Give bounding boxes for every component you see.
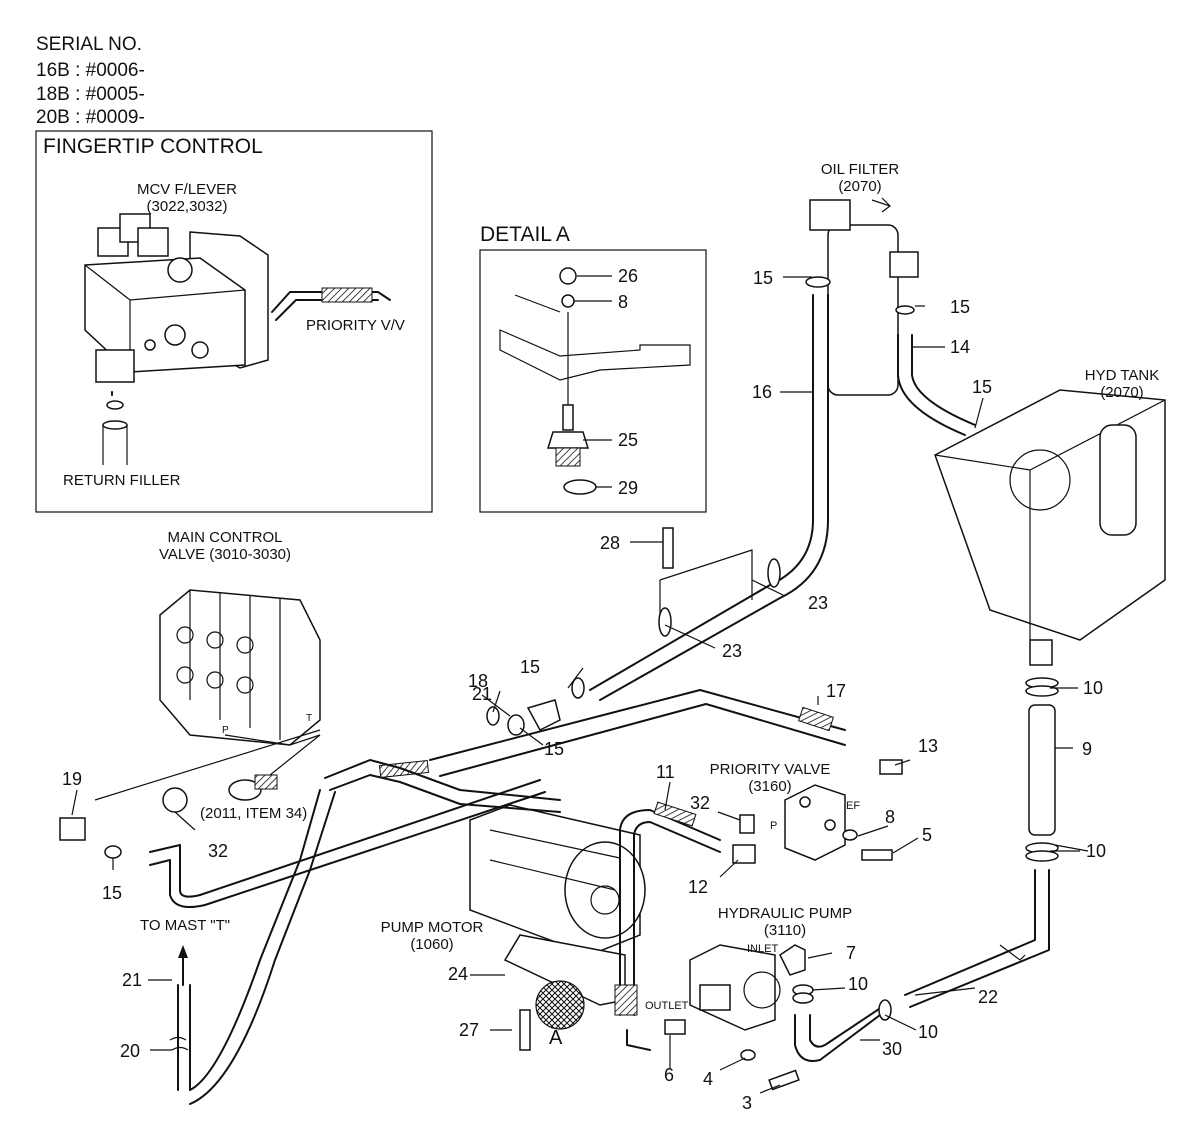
to-mast-label: TO MAST "T" bbox=[140, 917, 231, 934]
callout-21: 21 bbox=[472, 684, 493, 704]
detail-a-marker: A bbox=[549, 1027, 563, 1049]
priority-valve-label: PRIORITY VALVE(3160) bbox=[709, 761, 831, 795]
callout-9: 9 bbox=[1082, 739, 1093, 759]
callout-10: 10 bbox=[1083, 678, 1104, 698]
priority-valve bbox=[784, 784, 846, 861]
callout-15: 15 bbox=[520, 657, 541, 677]
callout-15: 15 bbox=[753, 268, 774, 288]
return-filler-label: RETURN FILLER bbox=[63, 472, 181, 489]
pump-motor bbox=[469, 804, 646, 1030]
callout-18: 18 bbox=[468, 671, 489, 691]
hose-30 bbox=[792, 984, 892, 1062]
callout-25: 25 bbox=[618, 430, 639, 450]
hose-17 bbox=[378, 689, 846, 779]
callout-8-detail: 8 bbox=[618, 292, 629, 312]
mcv-port-t-label: T bbox=[306, 713, 313, 724]
fingertip-control-title: FINGERTIP CONTROL bbox=[43, 135, 263, 158]
reference-2011-label: (2011, ITEM 34) bbox=[200, 805, 308, 822]
hose-11 bbox=[614, 801, 721, 1051]
callout-22: 22 bbox=[978, 987, 999, 1007]
serial-16b: 16B : #0006- bbox=[36, 60, 145, 81]
callout-21: 21 bbox=[122, 970, 143, 990]
callout-23: 23 bbox=[722, 641, 743, 661]
callout-19: 19 bbox=[62, 769, 83, 789]
callout-29: 29 bbox=[618, 478, 639, 498]
hydraulic-pump-label: HYDRAULIC PUMP(3110) bbox=[717, 905, 853, 939]
callout-8: 8 bbox=[885, 807, 896, 827]
clamp-23 bbox=[658, 549, 781, 637]
callout-6: 6 bbox=[664, 1065, 675, 1085]
hydraulic-tank bbox=[934, 389, 1166, 666]
callout-3: 3 bbox=[742, 1093, 753, 1113]
callout-5: 5 bbox=[922, 825, 933, 845]
callout-32: 32 bbox=[208, 841, 229, 861]
hose-15-low bbox=[149, 779, 546, 908]
callout-30: 30 bbox=[882, 1039, 903, 1059]
callout-20: 20 bbox=[120, 1041, 141, 1061]
mcv-port-p-label: P bbox=[222, 725, 229, 736]
callout-11: 11 bbox=[656, 762, 675, 782]
callout-26: 26 bbox=[618, 266, 639, 286]
serial-20b: 20B : #0009- bbox=[36, 107, 145, 128]
hose-14 bbox=[897, 334, 976, 436]
pipe-9 bbox=[1025, 677, 1059, 862]
serial-title: SERIAL NO. bbox=[36, 34, 142, 55]
callout-4: 4 bbox=[703, 1069, 714, 1089]
leader-lines bbox=[71, 276, 1089, 1094]
hydraulic-pump bbox=[689, 944, 806, 1031]
oil-filter-label: OIL FILTER(2070) bbox=[820, 161, 900, 195]
callout-27: 27 bbox=[459, 1020, 480, 1040]
fingertip-control-box bbox=[35, 130, 433, 513]
main-control-valve bbox=[159, 589, 321, 746]
callout-15: 15 bbox=[102, 883, 123, 903]
callout-32: 32 bbox=[690, 793, 711, 813]
callout-14: 14 bbox=[950, 337, 971, 357]
callout-15: 15 bbox=[544, 739, 565, 759]
hyd-tank-label: HYD TANK(2070) bbox=[1084, 367, 1160, 401]
oil-filter bbox=[805, 197, 919, 396]
callout-15: 15 bbox=[972, 377, 993, 397]
callout-7: 7 bbox=[846, 943, 857, 963]
callout-13: 13 bbox=[918, 736, 939, 756]
mcv-flever-label: MCV F/LEVER(3022,3032) bbox=[136, 181, 238, 215]
outlet-label: OUTLET bbox=[645, 1000, 689, 1012]
callout-23: 23 bbox=[808, 593, 829, 613]
fittings bbox=[104, 527, 903, 1091]
pump-motor-label: PUMP MOTOR(1060) bbox=[380, 919, 484, 953]
pipe-22 bbox=[904, 869, 1050, 1008]
callout-16: 16 bbox=[752, 382, 773, 402]
callout-17: 17 bbox=[826, 681, 847, 701]
hose-20-mast bbox=[169, 789, 336, 1105]
port-ef-label: EF bbox=[846, 800, 861, 812]
callout-10: 10 bbox=[848, 974, 869, 994]
callout-10: 10 bbox=[1086, 841, 1107, 861]
priority-vv-label: PRIORITY V/V bbox=[306, 317, 405, 334]
callout-12: 12 bbox=[688, 877, 709, 897]
port-p-label: P bbox=[770, 820, 778, 832]
detail-a-title: DETAIL A bbox=[480, 223, 570, 246]
callout-24: 24 bbox=[448, 964, 469, 984]
inlet-label: INLET bbox=[747, 943, 779, 955]
serial-18b: 18B : #0005- bbox=[36, 84, 145, 105]
return-hose bbox=[324, 759, 561, 813]
callout-10: 10 bbox=[918, 1022, 939, 1042]
detail-a-box bbox=[479, 249, 707, 513]
mcv-lines bbox=[59, 729, 321, 841]
callout-28: 28 bbox=[600, 533, 621, 553]
callout-15: 15 bbox=[950, 297, 971, 317]
